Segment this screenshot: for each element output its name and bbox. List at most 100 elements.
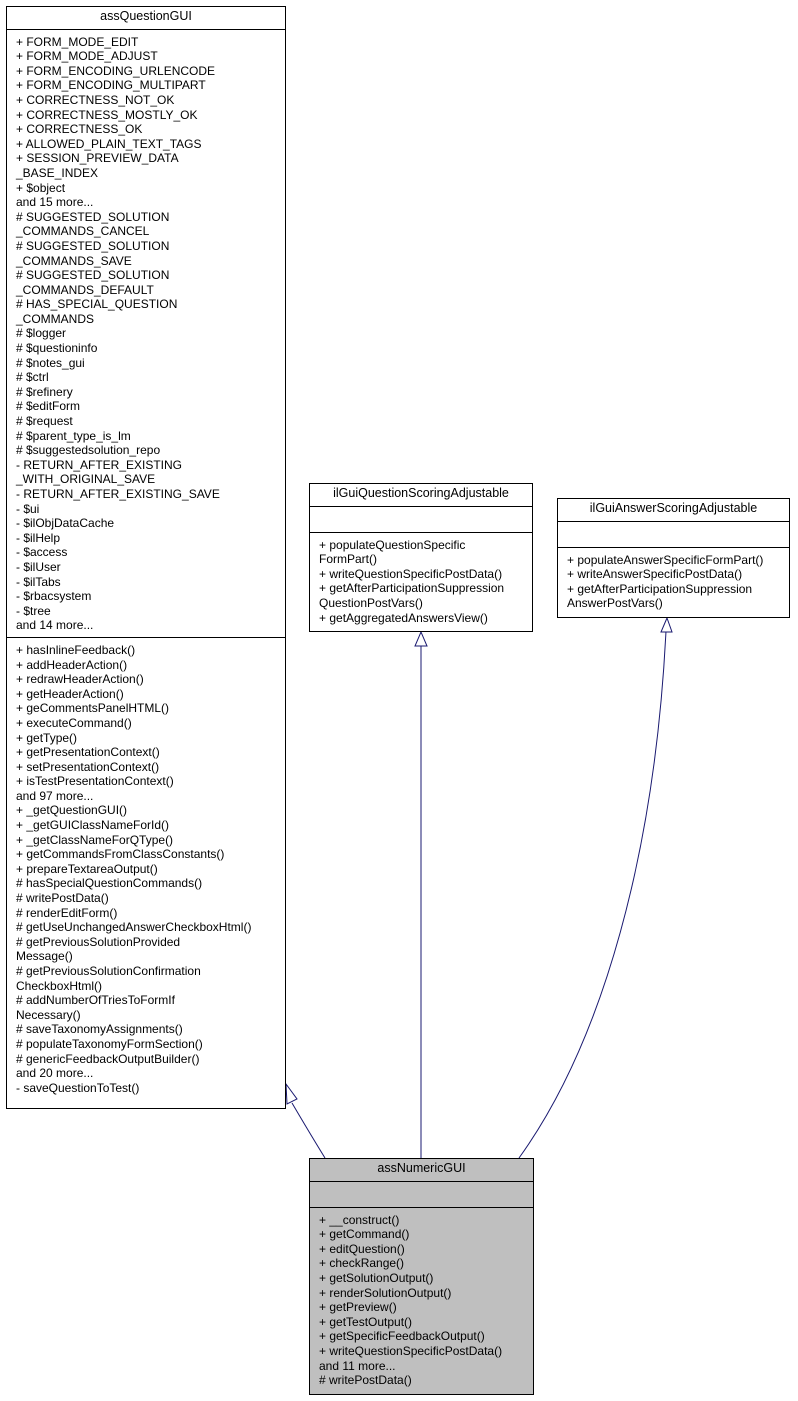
edge-to-assQuestionGUI xyxy=(291,1102,326,1159)
class-member-method: + getType() xyxy=(16,730,78,745)
class-member-attribute: # SUGGESTED_SOLUTION xyxy=(16,238,170,253)
class-member-attribute: # $request xyxy=(16,414,73,429)
class-member-method: # saveTaxonomyAssignments() xyxy=(16,1022,183,1037)
class-member-method: # getPreviousSolutionProvided xyxy=(16,934,181,949)
class-name: ilGuiAnswerScoringAdjustable xyxy=(589,501,758,515)
class-member-method: + getSolutionOutput() xyxy=(319,1270,434,1285)
class-member-method: + _getQuestionGUI() xyxy=(16,803,128,818)
class-member-method: + populateQuestionSpecific xyxy=(319,537,466,552)
class-member-method: and 20 more... xyxy=(16,1066,94,1081)
class-member-method: + getHeaderAction() xyxy=(16,686,124,701)
class-member-method: + getCommand() xyxy=(319,1227,410,1242)
class-member-attribute: # HAS_SPECIAL_QUESTION xyxy=(16,297,178,312)
class-member-attribute: + SESSION_PREVIEW_DATA xyxy=(16,151,179,166)
class-member-method: Message() xyxy=(16,949,73,964)
class-member-method: + hasInlineFeedback() xyxy=(16,642,136,657)
class-member-attribute: _WITH_ORIGINAL_SAVE xyxy=(16,472,156,487)
class-member-method: - saveQuestionToTest() xyxy=(16,1080,140,1095)
attributes-section xyxy=(310,505,532,532)
class-member-attribute: - $ilTabs xyxy=(16,574,61,589)
class-member-attribute: # $suggestedsolution_repo xyxy=(16,443,161,458)
class-member-method: # hasSpecialQuestionCommands() xyxy=(16,876,203,891)
class-member-method: + renderSolutionOutput() xyxy=(319,1285,452,1300)
class-member-attribute: and 14 more... xyxy=(16,618,94,633)
class-member-attribute: # $questioninfo xyxy=(16,341,98,356)
class-member-method: AnswerPostVars() xyxy=(567,596,663,611)
methods-section: + __construct()+ getCommand()+ editQuest… xyxy=(310,1206,533,1392)
class-member-method: + writeQuestionSpecificPostData() xyxy=(319,566,503,581)
class-member-method: + getAfterParticipationSuppression xyxy=(567,581,753,596)
class-member-attribute: - $ilObjDataCache xyxy=(16,516,115,531)
class-member-attribute: + ALLOWED_PLAIN_TEXT_TAGS xyxy=(16,136,202,151)
class-member-attribute: - $access xyxy=(16,545,68,560)
class-member-method: FormPart() xyxy=(319,552,377,567)
class-member-method: # genericFeedbackOutputBuilder() xyxy=(16,1051,200,1066)
class-member-attribute: + CORRECTNESS_NOT_OK xyxy=(16,92,175,107)
class-member-attribute: # $ctrl xyxy=(16,370,49,385)
class-member-method: + getAfterParticipationSuppression xyxy=(319,581,505,596)
class-member-attribute: + FORM_MODE_ADJUST xyxy=(16,49,158,64)
class-assQuestionGUI[interactable]: assQuestionGUI + FORM_MODE_EDIT+ FORM_MO… xyxy=(6,6,286,1109)
class-member-method: + getPreview() xyxy=(319,1300,397,1315)
class-member-method: + _getGUIClassNameForId() xyxy=(16,818,170,833)
class-member-attribute: _COMMANDS xyxy=(16,311,95,326)
class-member-method: + setPresentationContext() xyxy=(16,759,160,774)
class-member-method: CheckboxHtml() xyxy=(16,978,103,993)
class-member-attribute: + FORM_ENCODING_MULTIPART xyxy=(16,78,206,93)
class-name: ilGuiQuestionScoringAdjustable xyxy=(333,486,509,500)
edge-to-ilGuiAnswerScoringAdjustable xyxy=(518,630,667,1159)
class-ilGuiAnswerScoringAdjustable[interactable]: ilGuiAnswerScoringAdjustable + populateA… xyxy=(557,498,790,618)
class-member-method: + prepareTextareaOutput() xyxy=(16,861,158,876)
class-member-method: # renderEditForm() xyxy=(16,905,118,920)
class-member-method: and 97 more... xyxy=(16,788,94,803)
class-member-method: # writePostData() xyxy=(319,1373,412,1388)
class-member-attribute: - RETURN_AFTER_EXISTING_SAVE xyxy=(16,487,220,501)
class-member-method: + redrawHeaderAction() xyxy=(16,672,144,687)
class-member-attribute: - $rbacsystem xyxy=(16,589,92,604)
class-member-attribute: - $ilHelp xyxy=(16,530,61,545)
class-member-method: + checkRange() xyxy=(319,1256,405,1271)
class-member-attribute: _BASE_INDEX xyxy=(16,165,99,180)
attributes-section: + FORM_MODE_EDIT+ FORM_MODE_ADJUST+ FORM… xyxy=(7,28,285,637)
class-member-method: + _getClassNameForQType() xyxy=(16,832,174,847)
class-member-method: + geCommentsPanelHTML() xyxy=(16,701,170,716)
class-member-method: + editQuestion() xyxy=(319,1241,405,1256)
arrowhead-ilGuiAnswerScoringAdjustable xyxy=(660,616,673,633)
class-member-attribute: + FORM_ENCODING_URLENCODE xyxy=(16,63,216,78)
class-member-attribute: _COMMANDS_CANCEL xyxy=(16,224,150,239)
class-member-method: + isTestPresentationContext() xyxy=(16,774,174,789)
class-member-method: and 11 more... xyxy=(319,1358,396,1373)
class-member-method: + getSpecificFeedbackOutput() xyxy=(319,1329,485,1344)
class-member-attribute: - $ilUser xyxy=(16,559,61,574)
class-member-attribute: + CORRECTNESS_OK xyxy=(16,122,143,137)
class-name: assQuestionGUI xyxy=(100,9,192,23)
methods-section: + populateAnswerSpecificFormPart()+ writ… xyxy=(558,546,789,615)
class-assNumericGUI[interactable]: assNumericGUI + __construct()+ getComman… xyxy=(309,1158,534,1395)
class-member-attribute: # $parent_type_is_lm xyxy=(16,428,131,443)
class-member-attribute: # $editForm xyxy=(16,399,81,414)
class-member-method: QuestionPostVars() xyxy=(319,595,423,610)
class-member-attribute: - $ui xyxy=(16,501,40,516)
class-member-attribute: # $refinery xyxy=(16,384,73,399)
class-member-method: + executeCommand() xyxy=(16,715,132,730)
attributes-section xyxy=(310,1180,533,1207)
class-member-method: + addHeaderAction() xyxy=(16,657,128,672)
arrowhead-assQuestionGUI xyxy=(285,1082,298,1105)
class-member-method: + getCommandsFromClassConstants() xyxy=(16,847,225,862)
class-member-method: + getPresentationContext() xyxy=(16,745,160,760)
class-member-attribute: # SUGGESTED_SOLUTION xyxy=(16,209,170,224)
class-member-attribute: # SUGGESTED_SOLUTION xyxy=(16,268,170,283)
arrowhead-ilGuiQuestionScoringAdjustable xyxy=(414,630,428,647)
class-member-attribute: + FORM_MODE_EDIT xyxy=(16,34,139,49)
class-member-attribute: + CORRECTNESS_MOSTLY_OK xyxy=(16,107,198,122)
class-ilGuiQuestionScoringAdjustable[interactable]: ilGuiQuestionScoringAdjustable + populat… xyxy=(309,483,533,632)
class-member-method: + writeAnswerSpecificPostData() xyxy=(567,567,743,582)
class-member-method: # getUseUnchangedAnswerCheckboxHtml() xyxy=(16,920,252,935)
class-member-attribute: # $notes_gui xyxy=(16,355,85,370)
class-member-attribute: - RETURN_AFTER_EXISTING xyxy=(16,457,183,472)
class-member-method: # writePostData() xyxy=(16,891,109,906)
class-member-method: + __construct() xyxy=(319,1212,400,1227)
class-member-method: + writeQuestionSpecificPostData() xyxy=(319,1343,503,1358)
